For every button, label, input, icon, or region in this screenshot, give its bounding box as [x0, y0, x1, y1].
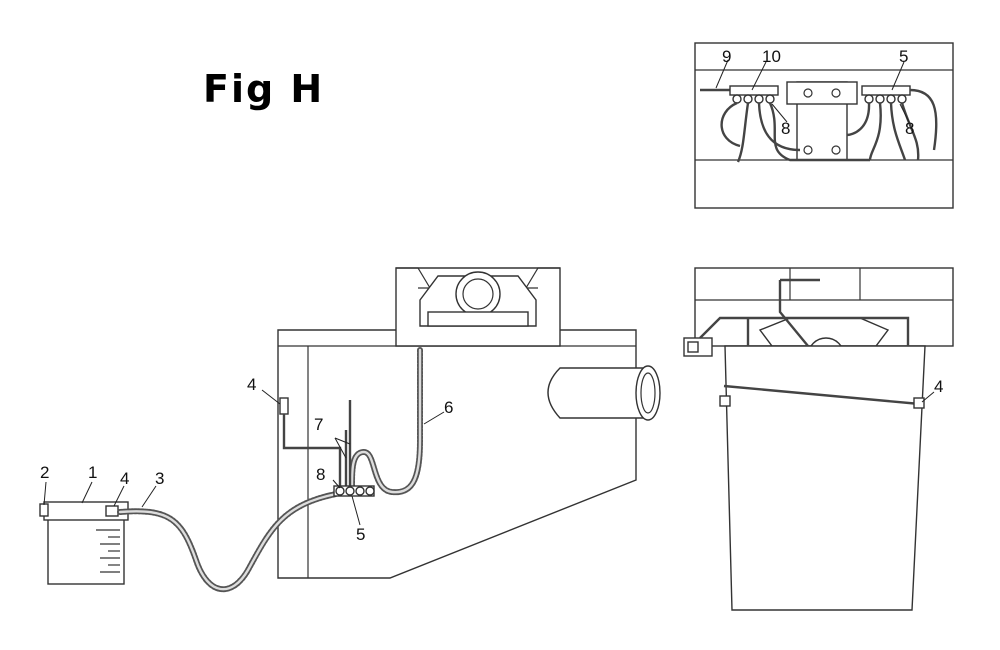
label-4-front: 4: [934, 377, 943, 396]
label-8-detail-right: 8: [905, 119, 914, 138]
oil-reservoir: [39, 501, 129, 585]
label-5-distributor: 5: [356, 525, 365, 544]
label-4-reservoir: 4: [120, 469, 129, 488]
label-5-detail: 5: [899, 47, 908, 66]
label-1: 1: [88, 463, 97, 482]
machine-side-view: [277, 267, 661, 579]
label-6: 6: [444, 398, 453, 417]
part-labels: 1 2 3 4 4 4 5 5 6 7 8 8 8 9 10: [40, 47, 943, 544]
label-8-detail-left: 8: [781, 119, 790, 138]
label-8-main: 8: [316, 465, 325, 484]
label-10: 10: [762, 47, 781, 66]
label-9: 9: [722, 47, 731, 66]
figure-title: Fig H: [203, 67, 325, 111]
supply-hose: [117, 491, 339, 592]
label-4-fitting: 4: [247, 375, 256, 394]
label-2: 2: [40, 463, 49, 482]
label-7: 7: [314, 415, 323, 434]
leader-lines: [43, 59, 935, 526]
vertical-hose: [349, 347, 423, 496]
detail-view-top: [694, 42, 954, 209]
machine-front-view: [683, 267, 954, 611]
distributor-block: [333, 485, 375, 497]
label-3: 3: [155, 469, 164, 488]
